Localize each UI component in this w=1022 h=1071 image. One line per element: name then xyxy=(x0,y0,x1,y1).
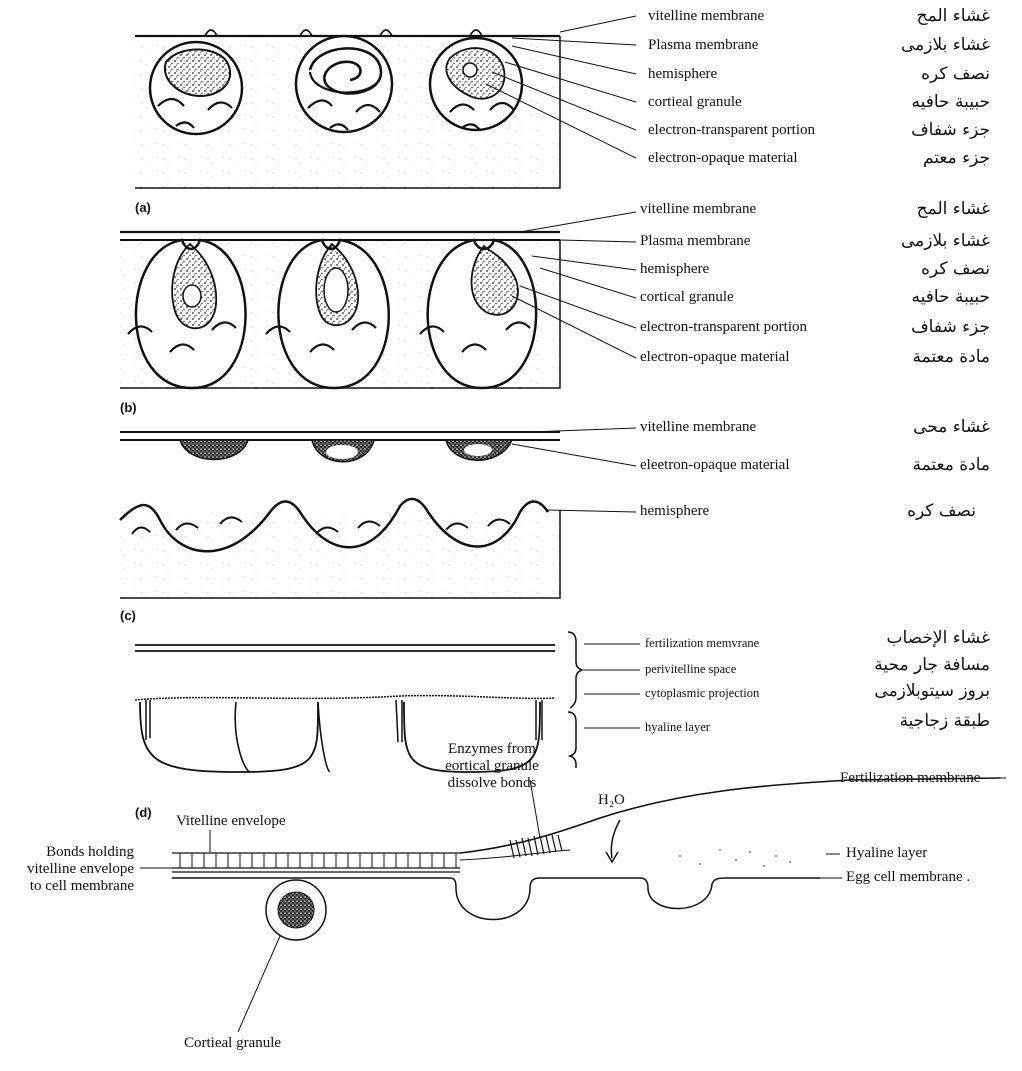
panel-c-drawing xyxy=(120,428,636,598)
label-b-ar-opaque: مادة معتمة xyxy=(912,347,990,367)
label-c-hemisphere: hemisphere xyxy=(640,503,709,520)
label-a-hemisphere: hemisphere xyxy=(648,66,717,83)
label-d-ar-hyaline: طبقة زجاجية xyxy=(900,711,990,731)
panel-c-tag: (c) xyxy=(120,608,136,623)
label-enzymes-line-1: Enzymes from xyxy=(440,741,544,758)
label-b-electron-transparent: electron-transparent portion xyxy=(640,319,807,336)
label-b-ar-hemisphere: نصف كره xyxy=(921,259,990,279)
label-d-ar-cytoplasmic: بروز سيتوبلازمى xyxy=(874,681,990,701)
label-enzymes-line-3: dissolve bonds xyxy=(440,775,544,792)
label-d-ar-fertilization: غشاء الإخصاب xyxy=(887,628,991,648)
label-a-ar-vitelline: غشاء المح xyxy=(917,6,990,26)
label-egg-cell-membrane: Egg cell membrane . xyxy=(846,869,970,886)
label-a-electron-opaque: electron-opaque material xyxy=(648,150,798,167)
label-d-ar-perivitelline: مسافة جار محية xyxy=(874,655,990,675)
label-vitelline-envelope: Vitelline envelope xyxy=(176,813,285,830)
label-a-plasma-membrane: Plasma membrane xyxy=(648,37,758,54)
panel-a-drawing xyxy=(135,16,636,188)
label-a-electron-transparent: electron-transparent portion xyxy=(648,122,815,139)
label-c-electron-opaque: eleetron-opaque material xyxy=(640,457,790,474)
label-b-ar-vitelline: غشاء المح xyxy=(917,199,990,219)
label-a-ar-transparent: جزء شفاف xyxy=(911,120,990,140)
label-a-ar-hemisphere: نصف كره xyxy=(921,64,990,84)
label-bonds-line-2: vitelline envelope xyxy=(6,861,134,878)
label-c-vitelline-membrane: vitelline membrane xyxy=(640,419,756,436)
label-c-ar-hemisphere: نصف كره xyxy=(907,501,976,521)
label-b-hemisphere: hemisphere xyxy=(640,261,709,278)
label-c-ar-opaque: مادة معتمة xyxy=(912,455,990,475)
label-cortical-granule: Cortieal granule xyxy=(184,1035,281,1052)
label-enzymes-line-2: eortical granule xyxy=(440,758,544,775)
label-a-vitelline-membrane: vitelline membrane xyxy=(648,8,764,25)
label-b-electron-opaque: electron-opaque material xyxy=(640,349,790,366)
label-a-ar-opaque: جزء معتم xyxy=(923,148,990,168)
label-b-ar-cortical: حبيبة حافيه xyxy=(912,287,990,307)
label-c-ar-vitelline: غشاء محى xyxy=(913,417,990,437)
panel-d-drawing xyxy=(135,632,640,772)
label-d-perivitelline-space: perivitelline space xyxy=(645,662,736,677)
label-fertilization-membrane: Fertilization membrane xyxy=(840,770,980,787)
label-b-ar-plasma: غشاء بلازمى xyxy=(901,231,990,251)
label-bonds-line-1: Bonds holding xyxy=(6,844,134,861)
label-a-cortical-granule: cortieal granule xyxy=(648,94,742,111)
label-d-fertilization-membrane: fertilization memvrane xyxy=(645,636,759,651)
label-water: H₂O xyxy=(598,792,625,809)
label-bonds: Bonds holding vitelline envelope to cell… xyxy=(6,844,134,895)
label-d-hyaline-layer: hyaline layer xyxy=(645,720,710,735)
panel-d-tag: (d) xyxy=(135,805,152,820)
label-bonds-line-3: to cell membrane xyxy=(6,878,134,895)
label-a-ar-cortical: حبيبة حافيه xyxy=(912,92,990,112)
label-b-vitelline-membrane: vitelline membrane xyxy=(640,201,756,218)
panel-b-tag: (b) xyxy=(120,400,137,415)
label-hyaline-layer: Hyaline layer xyxy=(846,845,927,862)
label-b-plasma-membrane: Plasma membrane xyxy=(640,233,750,250)
label-b-ar-transparent: جزء شفاف xyxy=(911,317,990,337)
label-enzymes: Enzymes from eortical granule dissolve b… xyxy=(440,741,544,792)
label-b-cortical-granule: cortical granule xyxy=(640,289,734,306)
label-d-cytoplasmic-projection: cytoplasmic projection xyxy=(645,686,759,701)
panel-a-tag: (a) xyxy=(135,200,151,215)
label-a-ar-plasma: غشاء بلازمى xyxy=(901,35,990,55)
panel-b-drawing xyxy=(120,212,636,388)
